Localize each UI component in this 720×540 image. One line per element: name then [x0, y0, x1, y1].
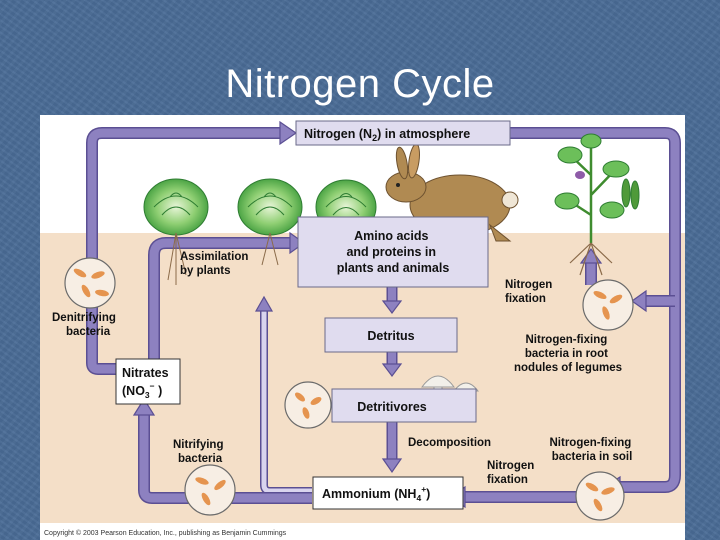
nitrogen-fixation-top-label: Nitrogen fixation	[505, 279, 555, 305]
root-bacteria-label: Nitrogen-fixing bacteria in root nodules…	[514, 334, 622, 374]
bacteria-icon	[575, 471, 625, 521]
svg-text:Amino acids and proteins: Amino acids and proteins in plants and a…	[337, 229, 450, 275]
svg-text:Detritivores: Detritivores	[357, 400, 427, 414]
svg-text:Nitrates: Nitrates	[122, 366, 169, 380]
copyright-text: Copyright © 2003 Pearson Education, Inc.…	[44, 529, 287, 537]
plant-roots-icon	[167, 232, 279, 285]
slide-title: Nitrogen Cycle	[225, 62, 495, 106]
assimilation-label: Assimilation by plants	[180, 251, 252, 277]
bacteria-icon	[64, 257, 116, 309]
amino-acids-box: Amino acids and proteins in plants and a…	[297, 216, 489, 288]
soil-bacteria-label: Nitrogen-fixing bacteria in soil	[550, 437, 635, 463]
nitrifying-label: Nitrifying bacteria	[173, 439, 227, 465]
detritivores-box: Detritivores	[331, 388, 477, 423]
nitrogen-cycle-diagram: Nitrogen (N2) in atmosphere Amino acids …	[40, 115, 685, 540]
detritus-box: Detritus	[324, 317, 458, 353]
bacteria-icon	[184, 464, 236, 516]
denitrifying-label: Denitrifying bacteria	[52, 312, 119, 338]
atmosphere-box: Nitrogen (N2) in atmosphere	[295, 120, 511, 146]
bacteria-icon	[284, 381, 332, 429]
ammonium-box: Ammonium (NH4+)	[312, 476, 464, 510]
nitrogen-fixation-bottom-label: Nitrogen fixation	[487, 460, 537, 486]
bacteria-icon	[582, 279, 634, 331]
cycle-arrows	[86, 127, 681, 504]
nitrates-box: Nitrates (NO3− )	[115, 358, 181, 405]
svg-text:Ammonium (NH4+): Ammonium (NH4+)	[322, 484, 430, 503]
decomposition-label: Decomposition	[408, 437, 491, 449]
legume-plant-icon	[554, 133, 640, 276]
svg-text:(NO3− ): (NO3− )	[122, 381, 162, 400]
svg-text:Nitrogen (N2) in atmosphere: Nitrogen (N2) in atmosphere	[304, 127, 470, 143]
svg-text:Detritus: Detritus	[367, 329, 414, 343]
